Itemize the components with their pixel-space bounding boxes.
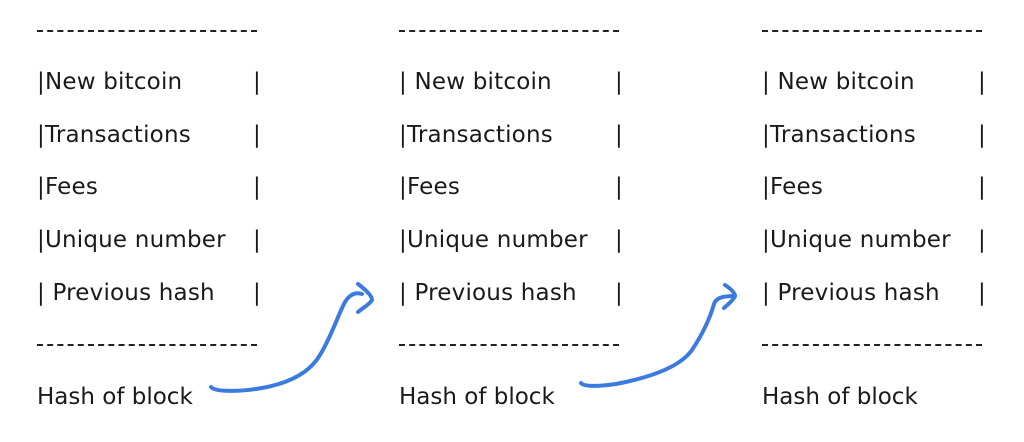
field-transactions: |Transactions — [762, 122, 916, 148]
field-unique-number: |Unique number — [399, 227, 588, 253]
block-top-border — [399, 30, 619, 32]
block-bottom-border — [37, 344, 257, 346]
block-top-border — [37, 30, 257, 32]
field-new-bitcoin: |New bitcoin — [37, 69, 183, 95]
right-border: | — [253, 280, 261, 306]
field-previous-hash: | Previous hash — [37, 280, 215, 306]
right-border: | — [978, 227, 986, 253]
right-border: | — [253, 122, 261, 148]
right-border: | — [615, 227, 623, 253]
right-border: | — [978, 69, 986, 95]
field-previous-hash: | Previous hash — [399, 280, 577, 306]
right-border: | — [978, 280, 986, 306]
field-unique-number: |Unique number — [37, 227, 226, 253]
field-new-bitcoin: | New bitcoin — [399, 69, 552, 95]
right-border: | — [978, 174, 986, 200]
block-2: | New bitcoin |Transactions |Fees |Uniqu… — [399, 0, 699, 442]
field-fees: |Fees — [399, 174, 461, 200]
field-fees: |Fees — [762, 174, 824, 200]
hash-of-block: Hash of block — [399, 384, 555, 410]
hash-of-block: Hash of block — [37, 384, 193, 410]
block-3: | New bitcoin |Transactions |Fees |Uniqu… — [762, 0, 1024, 442]
right-border: | — [253, 227, 261, 253]
right-border: | — [615, 174, 623, 200]
field-new-bitcoin: | New bitcoin — [762, 69, 915, 95]
right-border: | — [615, 280, 623, 306]
field-transactions: |Transactions — [399, 122, 553, 148]
right-border: | — [615, 69, 623, 95]
field-transactions: |Transactions — [37, 122, 191, 148]
right-border: | — [978, 122, 986, 148]
right-border: | — [253, 69, 261, 95]
block-bottom-border — [762, 344, 982, 346]
field-unique-number: |Unique number — [762, 227, 951, 253]
block-top-border — [762, 30, 982, 32]
block-bottom-border — [399, 344, 619, 346]
right-border: | — [253, 174, 261, 200]
right-border: | — [615, 122, 623, 148]
block-1: |New bitcoin |Transactions |Fees |Unique… — [37, 0, 337, 442]
field-fees: |Fees — [37, 174, 99, 200]
field-previous-hash: | Previous hash — [762, 280, 940, 306]
hash-of-block: Hash of block — [762, 384, 918, 410]
